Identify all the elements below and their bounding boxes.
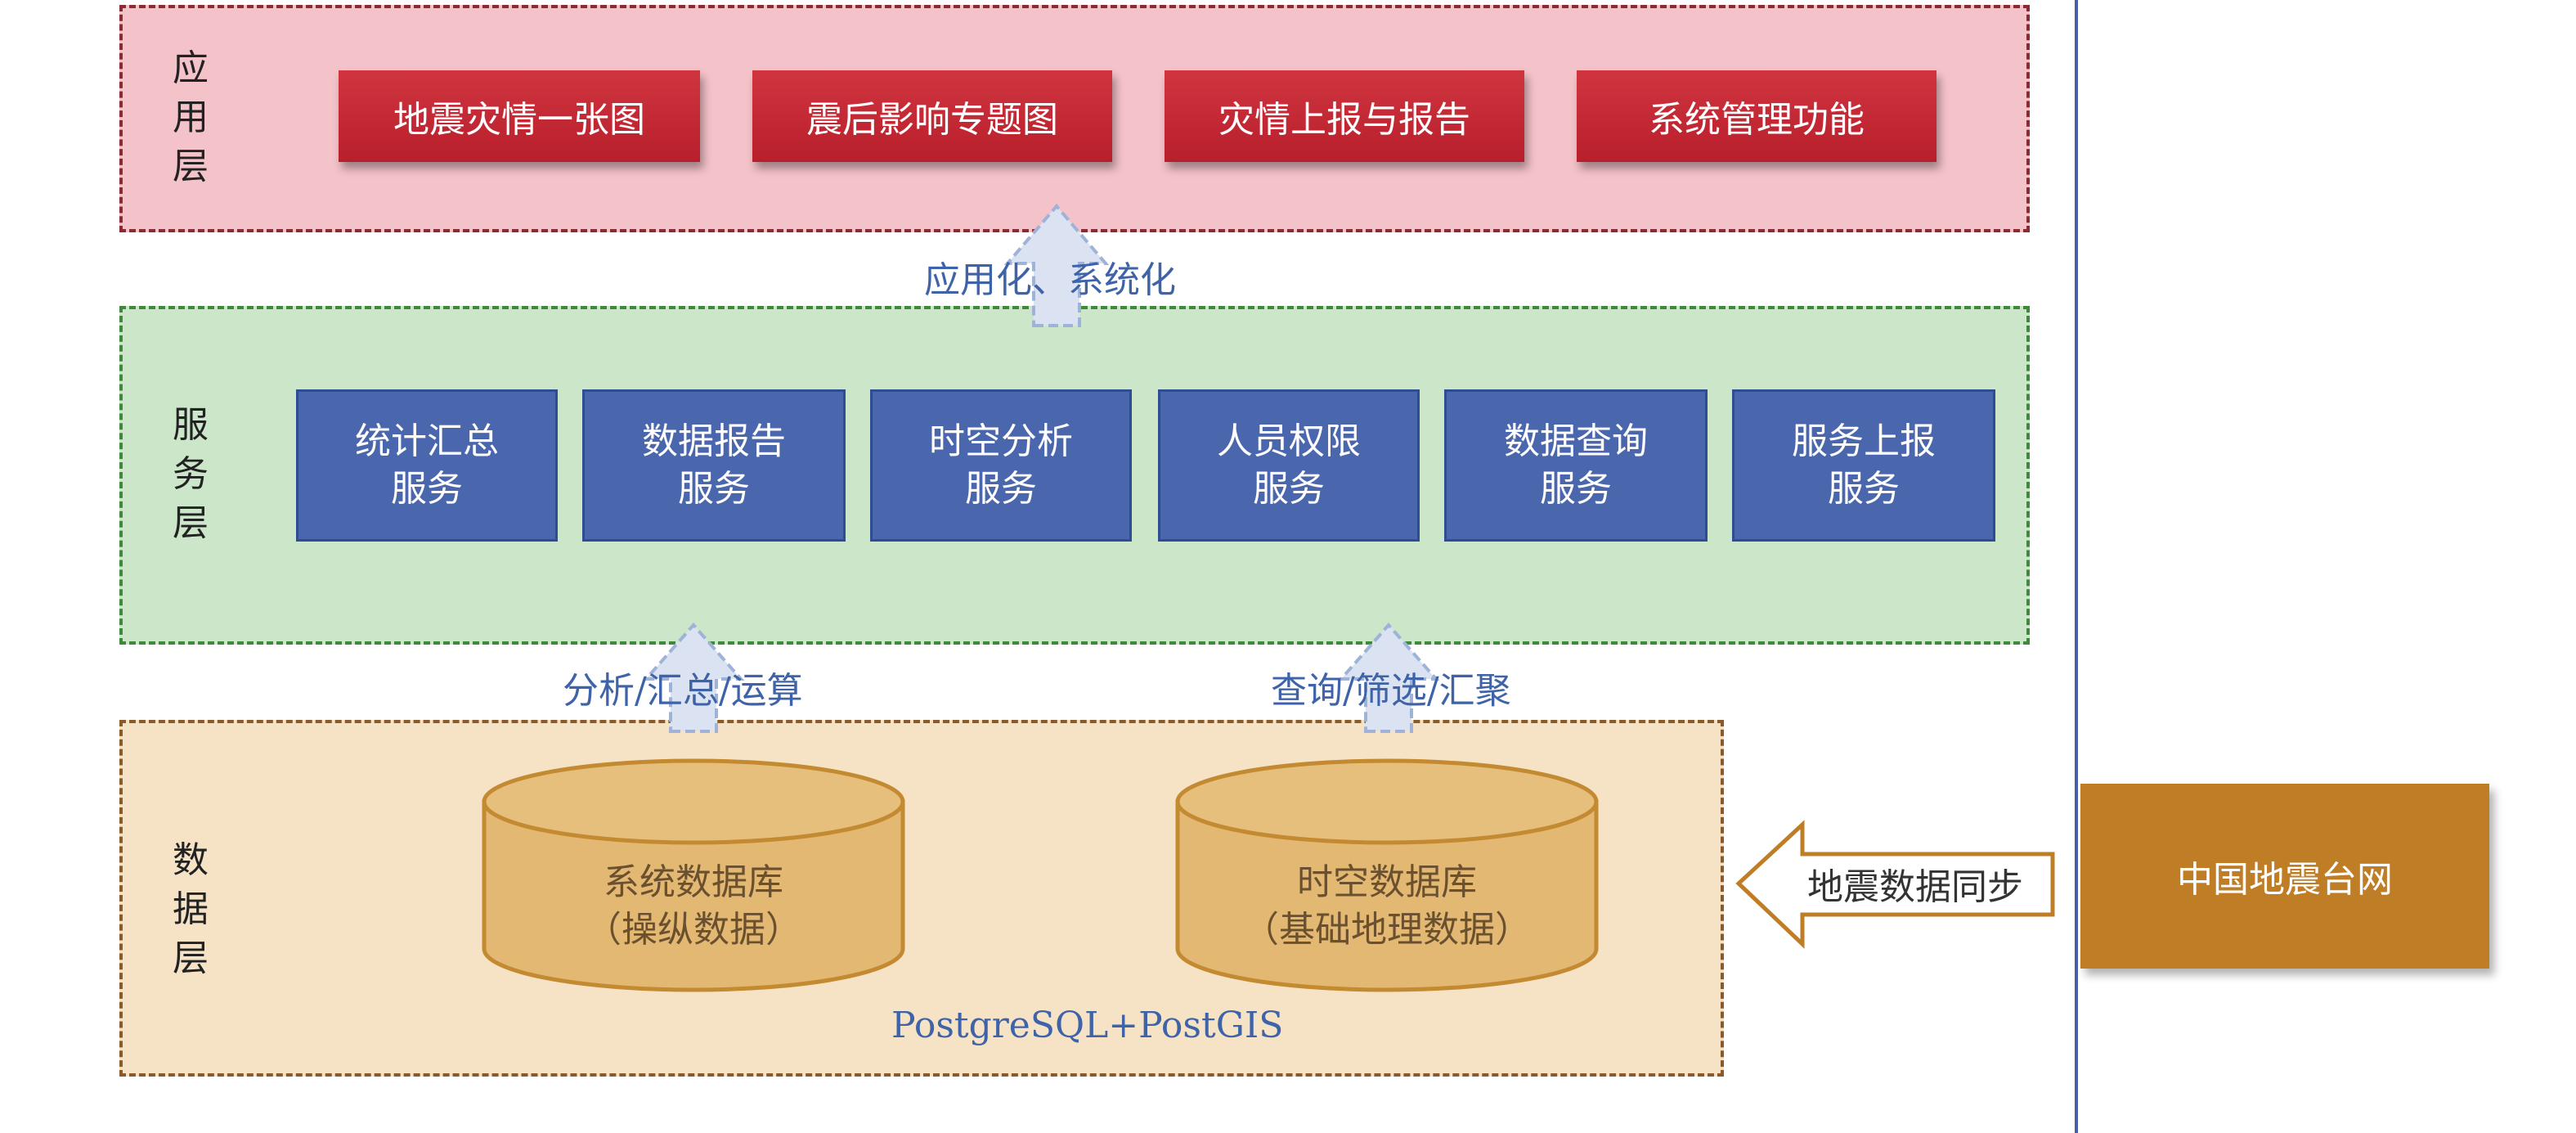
flow-label-analysis: 分析/汇总/运算 xyxy=(563,670,803,712)
service-box-line2: 服务 xyxy=(965,468,1037,510)
database-spatiotemporal[interactable]: 时空数据库 （基础地理数据） xyxy=(1178,859,1596,954)
service-box-data-report[interactable]: 数据报告 服务 xyxy=(582,389,846,542)
service-box-line1: 人员权限 xyxy=(1217,420,1361,462)
left-arrow-icon xyxy=(1735,820,2055,949)
app-button-report[interactable]: 灾情上报与报告 xyxy=(1165,70,1524,162)
flow-label-service-to-app: 应用化、系统化 xyxy=(924,259,1176,301)
service-box-data-query[interactable]: 数据查询 服务 xyxy=(1444,389,1708,542)
data-layer-label: 数 据 层 xyxy=(173,839,209,979)
database-desc: （操纵数据） xyxy=(586,909,801,951)
flow-label-query: 查询/筛选/汇聚 xyxy=(1271,670,1511,712)
service-box-permissions[interactable]: 人员权限 服务 xyxy=(1158,389,1420,542)
service-box-line2: 服务 xyxy=(678,468,750,510)
app-button-system-management[interactable]: 系统管理功能 xyxy=(1577,70,1936,162)
database-engine-label: PostgreSQL+PostGIS xyxy=(891,1005,1284,1046)
up-arrow-icon xyxy=(1337,622,1440,733)
app-button-impact-map[interactable]: 震后影响专题图 xyxy=(752,70,1112,162)
service-layer-label: 服 务 层 xyxy=(173,404,209,544)
database-icon xyxy=(1175,758,1599,992)
service-box-line1: 时空分析 xyxy=(929,420,1073,462)
application-layer-label: 应 用 层 xyxy=(173,47,209,187)
service-box-line2: 服务 xyxy=(391,468,463,510)
service-box-line1: 服务上报 xyxy=(1792,420,1936,462)
service-box-line1: 统计汇总 xyxy=(355,420,499,462)
app-button-disaster-map[interactable]: 地震灾情一张图 xyxy=(339,70,700,162)
service-box-statistics[interactable]: 统计汇总 服务 xyxy=(296,389,558,542)
service-box-spatiotemporal[interactable]: 时空分析 服务 xyxy=(870,389,1132,542)
service-box-line1: 数据报告 xyxy=(642,420,786,462)
service-box-line1: 数据查询 xyxy=(1504,420,1648,462)
database-name: 系统数据库 xyxy=(604,861,783,903)
database-name: 时空数据库 xyxy=(1297,861,1477,903)
up-arrow-icon xyxy=(1003,203,1110,327)
service-box-line2: 服务 xyxy=(1253,468,1325,510)
seismic-network-source[interactable]: 中国地震台网 xyxy=(2080,784,2489,969)
sync-label: 地震数据同步 xyxy=(1807,866,2023,908)
up-arrow-icon xyxy=(642,622,745,733)
database-system[interactable]: 系统数据库 （操纵数据） xyxy=(484,859,903,954)
database-icon xyxy=(482,758,905,992)
service-box-line2: 服务 xyxy=(1828,468,1900,510)
service-box-reporting[interactable]: 服务上报 服务 xyxy=(1732,389,1995,542)
service-box-line2: 服务 xyxy=(1540,468,1612,510)
divider-line xyxy=(2075,0,2078,1133)
database-desc: （基础地理数据） xyxy=(1243,909,1531,951)
